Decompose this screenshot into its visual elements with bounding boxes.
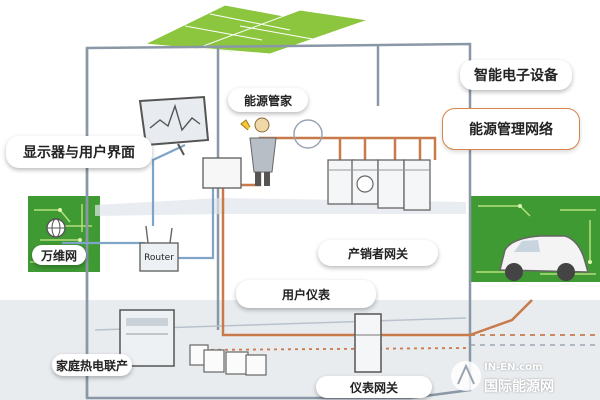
label-display-ui: 显示器与用户界面 (6, 136, 152, 168)
label-smart-devices: 智能电子设备 (460, 60, 572, 90)
label-meter-gateway: 仪表网关 (316, 376, 432, 398)
appliances (327, 159, 431, 211)
label-energy-network: 能源管理网络 (442, 108, 580, 150)
label-producer-consumer-gateway: 产销者网关 (318, 240, 438, 266)
watermark-logo (451, 361, 481, 391)
power-lines (221, 136, 533, 337)
label-internet: 万维网 (32, 245, 86, 265)
label-router: Router (144, 253, 174, 263)
watermark-site: IN-EN.com (484, 362, 543, 373)
energy-manager-person (240, 117, 277, 186)
electric-car (499, 235, 590, 281)
data-lines (62, 144, 215, 260)
energy-manager-box (202, 157, 242, 189)
router-device (139, 225, 179, 272)
label-energy-manager: 能源管家 (228, 88, 308, 112)
solar-panels (143, 4, 369, 55)
label-user-meter: 用户仪表 (236, 280, 376, 308)
user-meters (189, 344, 267, 376)
label-home-chp: 家庭热电联产 (52, 354, 132, 376)
watermark-brand: 国际能源网 (484, 379, 554, 395)
globe-icon (46, 218, 66, 238)
monitor-icon (138, 95, 210, 156)
meter-gateway-cabinet (354, 313, 382, 373)
